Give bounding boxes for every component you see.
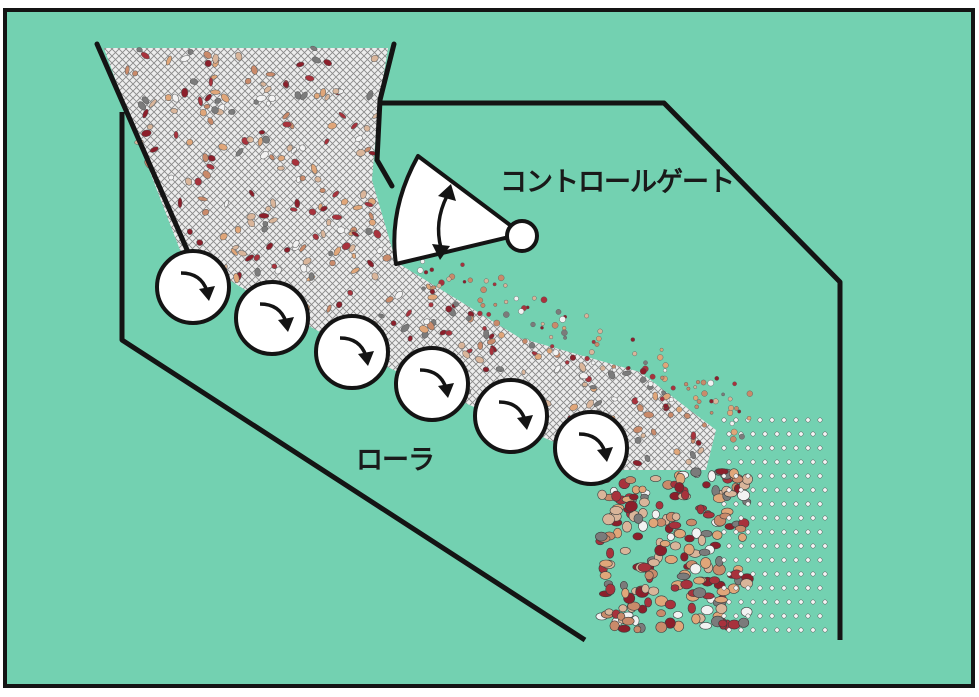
roller [236,282,308,354]
roller [555,412,627,484]
roller [396,348,468,420]
roller-circle [236,282,308,354]
roller [316,316,388,388]
control-gate-label: コントロールゲート [500,160,734,199]
roller-circle [157,251,229,323]
roller-circle [475,380,547,452]
roller [157,251,229,323]
roller-circle [396,348,468,420]
roller-circle [555,412,627,484]
roller-circle [316,316,388,388]
roller-label: ローラ [356,438,434,477]
roller [475,380,547,452]
gate-pivot [507,221,537,251]
